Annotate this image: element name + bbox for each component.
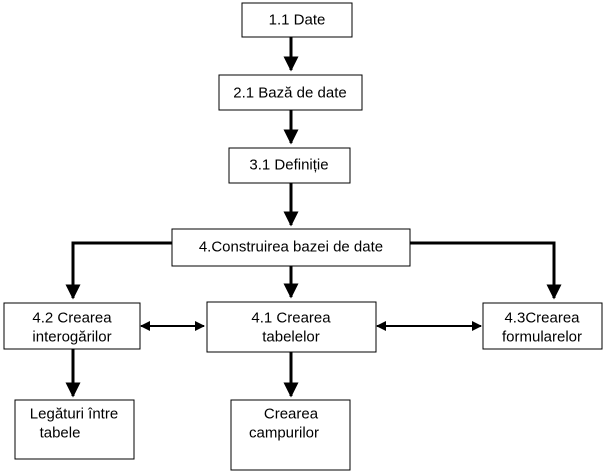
node-legaturi: Legături între tabele [14,399,135,460]
node-campuri-label-line1: Crearea [264,406,319,423]
node-interogari: 4.2 Crearea interogărilor [3,302,141,350]
node-construirea-label: 4.Construirea bazei de date [199,239,383,256]
node-tabele: 4.1 Crearea tabelelor [206,301,377,353]
node-tabele-label-line1: 4.1 Crearea [251,310,331,327]
node-interogari-label-line1: 4.2 Crearea [32,310,112,327]
edge-construirea-to-formulare [410,241,562,300]
edges [65,37,562,398]
node-formulare: 4.3Crearea formularelor [482,302,603,350]
node-date-label: 1.1 Date [269,12,326,29]
node-date: 1.1 Date [241,2,353,38]
node-construirea: 4.Construirea bazei de date [171,228,411,267]
node-legaturi-label-line2: tabele [40,425,81,442]
node-legaturi-label-line1: Legături între [30,406,118,423]
node-definitie-label: 3.1 Definiție [249,157,328,174]
node-tabele-label-line2: tabelelor [262,329,320,346]
node-campuri: Crearea campurilor [230,399,351,471]
node-interogari-label-line2: interogărilor [32,329,111,346]
node-definitie: 3.1 Definiție [228,147,351,184]
node-formulare-label-line1: 4.3Crearea [504,310,580,327]
edge-construirea-to-interogari [65,241,172,300]
node-campuri-label-line2: campurilor [249,425,319,442]
node-baza: 2.1 Bază de date [218,74,363,111]
node-baza-label: 2.1 Bază de date [233,85,346,102]
node-formulare-label-line2: formularelor [502,329,582,346]
